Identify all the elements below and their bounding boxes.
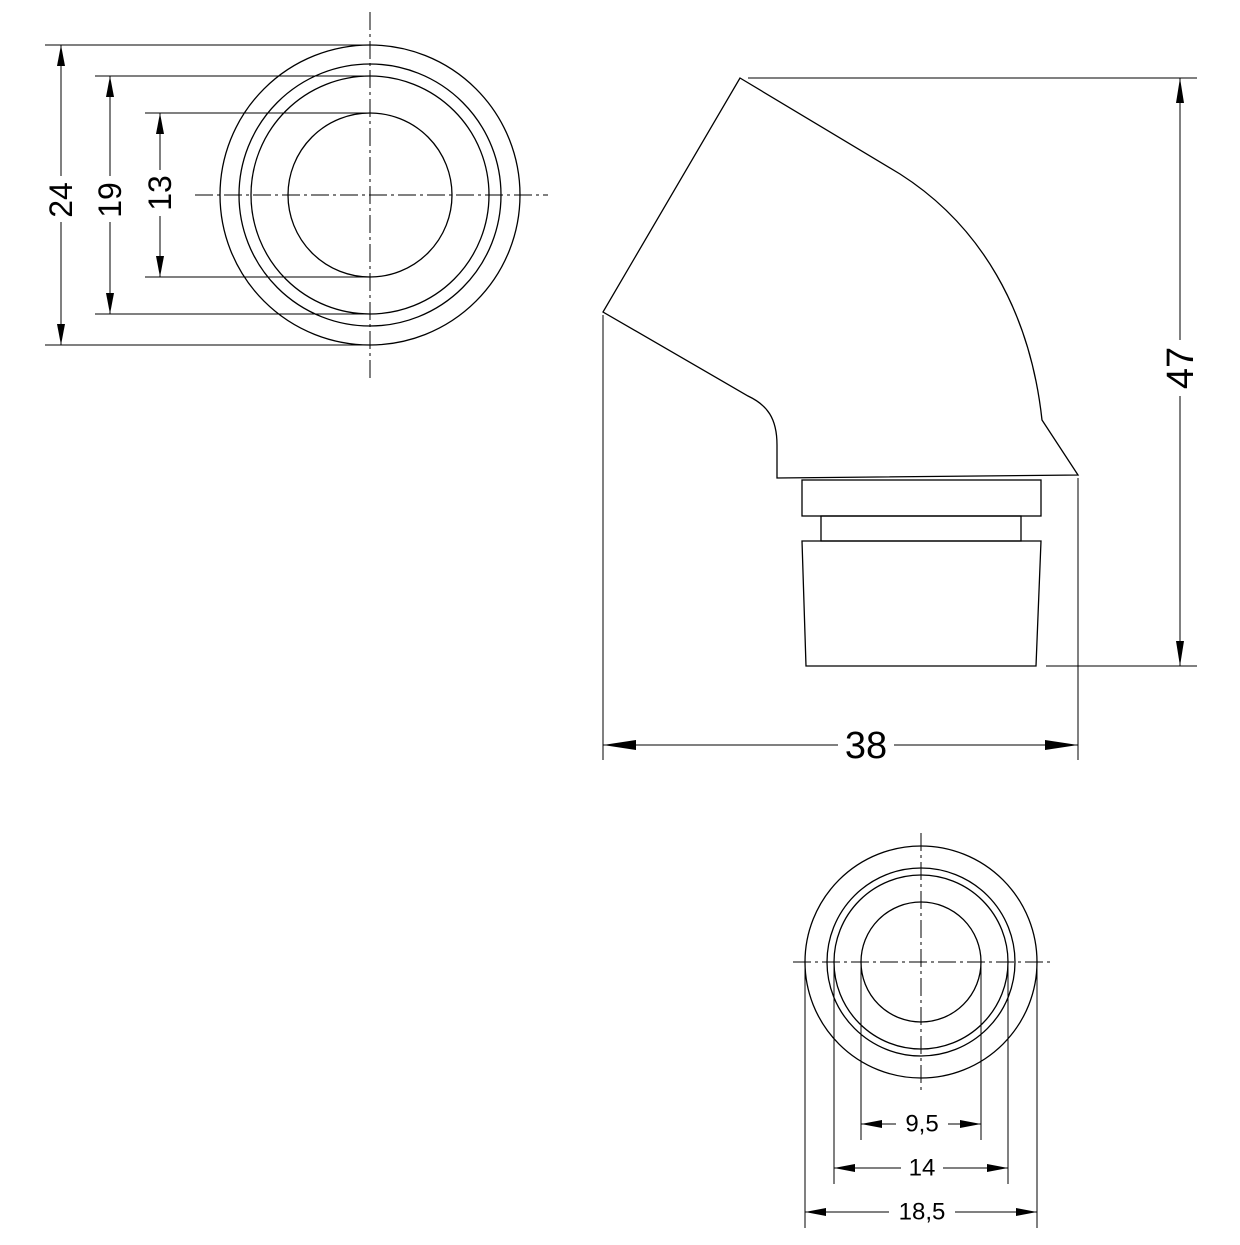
dimension-13: 13 xyxy=(142,113,178,277)
dimension-9-5: 9,5 xyxy=(861,1110,981,1138)
dimension-label-14: 14 xyxy=(909,1155,936,1182)
dimension-19: 19 xyxy=(92,76,128,314)
dimension-14: 14 xyxy=(834,1154,1008,1182)
dimension-24: 24 xyxy=(43,45,79,345)
top-view-mid-circle-a xyxy=(238,63,502,327)
dimension-label-13: 13 xyxy=(142,175,178,211)
dimension-label-38: 38 xyxy=(845,725,887,767)
dimension-label-47: 47 xyxy=(1160,347,1202,389)
elbow-collar xyxy=(801,479,1042,517)
dimension-label-9-5: 9,5 xyxy=(905,1111,938,1138)
elbow-spigot xyxy=(801,540,1042,667)
top-view: 24 19 13 xyxy=(43,12,548,378)
bottom-view: 9,5 14 18,5 xyxy=(793,833,1050,1228)
bottom-view-mid-circle-a xyxy=(826,867,1016,1057)
dimension-label-24: 24 xyxy=(43,182,79,218)
side-view: 47 38 xyxy=(602,77,1202,767)
dimension-47: 47 xyxy=(1160,78,1202,666)
dimension-label-19: 19 xyxy=(92,182,128,218)
elbow-neck xyxy=(820,515,1022,542)
dimension-18-5: 18,5 xyxy=(805,1198,1037,1226)
dimension-38: 38 xyxy=(603,722,1078,767)
elbow-body-outline xyxy=(602,77,1080,479)
dimension-label-18-5: 18,5 xyxy=(899,1199,946,1226)
